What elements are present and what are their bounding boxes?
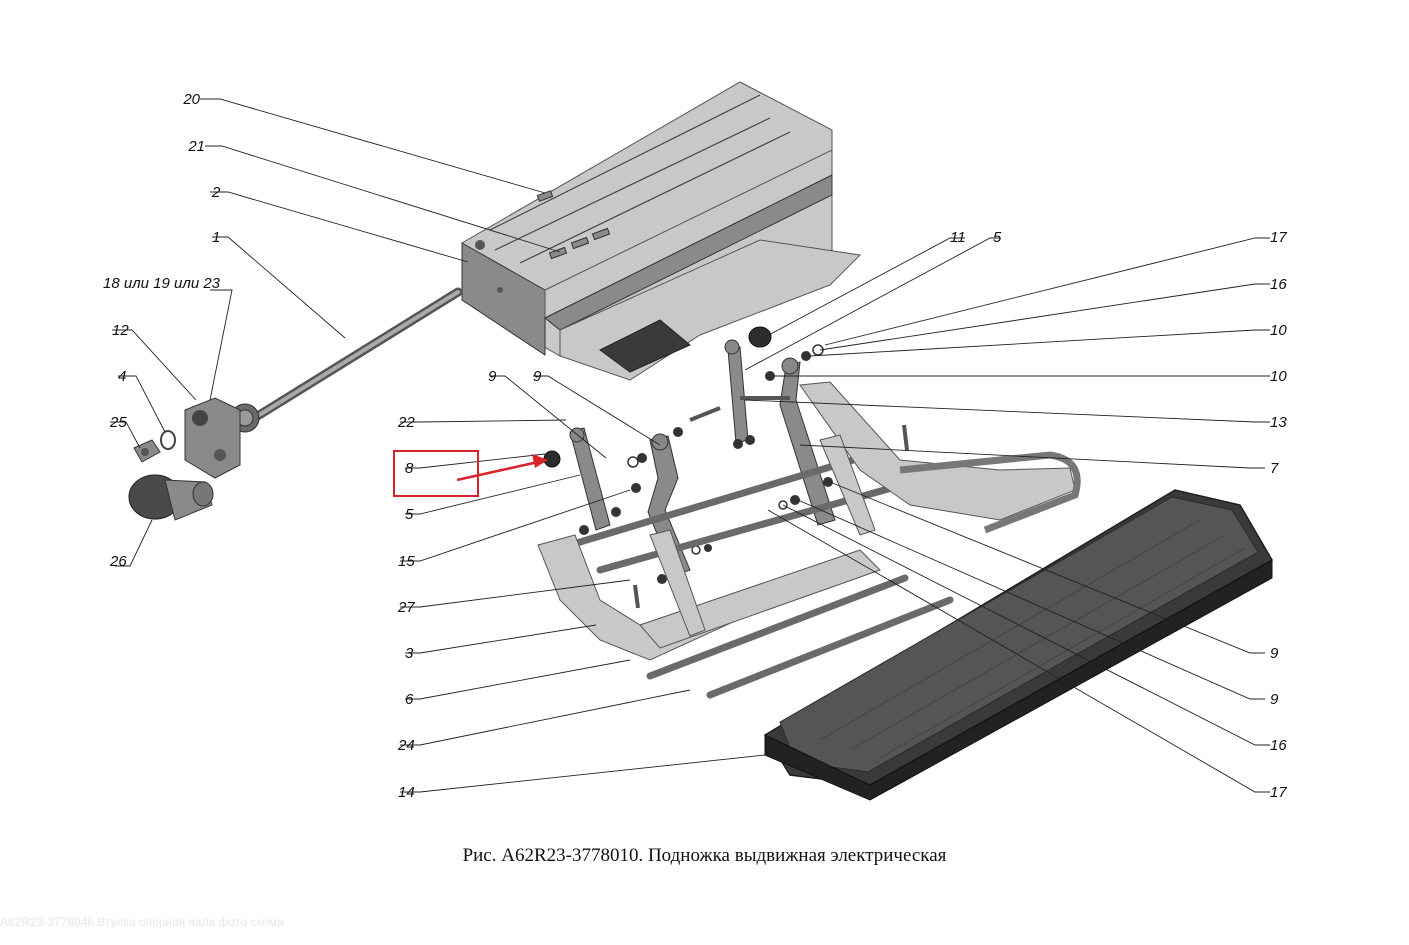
callout-9-c: 9	[1270, 645, 1279, 662]
leader-lines	[110, 98, 1270, 793]
highlight-box	[393, 450, 479, 497]
callout-2: 2	[211, 184, 221, 201]
callout-26: 26	[109, 553, 127, 570]
callout-20: 20	[182, 91, 200, 108]
callout-16-top: 16	[1270, 276, 1287, 293]
callout-9-a: 9	[488, 368, 497, 385]
mounting-bracket	[461, 81, 862, 381]
callout-13: 13	[1270, 414, 1287, 431]
callout-3: 3	[405, 645, 414, 662]
callout-4: 4	[118, 368, 126, 385]
callout-11: 11	[950, 229, 966, 246]
electric-motor	[128, 474, 214, 521]
o-ring	[160, 430, 176, 450]
callout-17-bottom: 17	[1270, 784, 1287, 801]
gearbox-housing	[184, 397, 241, 479]
callout-15: 15	[398, 553, 415, 570]
callout-1: 1	[212, 229, 220, 246]
callout-25: 25	[109, 414, 127, 431]
highlight-arrow	[456, 460, 539, 482]
callout-17-top: 17	[1270, 229, 1287, 246]
callout-14: 14	[398, 784, 415, 801]
callout-10-a: 10	[1270, 322, 1287, 339]
callout-22: 22	[397, 414, 415, 431]
callout-7: 7	[1270, 460, 1279, 477]
drive-shaft	[230, 287, 463, 435]
callout-5-right: 5	[993, 229, 1002, 246]
callout-6: 6	[405, 691, 414, 708]
bolts-top	[536, 190, 611, 260]
step-pad	[763, 489, 1274, 801]
callout-5-left: 5	[405, 506, 414, 523]
callout-21: 21	[187, 138, 205, 155]
callout-12: 12	[112, 322, 129, 339]
watermark-text: A62R23-3778046 Втулка опорная вала фото …	[0, 915, 284, 929]
callout-16-bottom: 16	[1270, 737, 1287, 754]
callout-9-b: 9	[533, 368, 542, 385]
callout-labels: 20 21 2 1 18 или 19 или 23 12 4 25 26 22…	[103, 91, 1287, 801]
step-frame	[537, 381, 1081, 661]
sensor-plug	[133, 439, 161, 463]
callout-24: 24	[397, 737, 415, 754]
small-hardware	[579, 344, 909, 609]
highlight-marker	[393, 450, 548, 497]
figure-caption: Рис. A62R23-3778010. Подножка выдвижная …	[462, 845, 947, 866]
highlight-arrowhead	[532, 454, 548, 468]
callout-10-b: 10	[1270, 368, 1287, 385]
callout-18-19-23: 18 или 19 или 23	[103, 275, 221, 292]
callout-27: 27	[397, 599, 415, 616]
callout-9-d: 9	[1270, 691, 1279, 708]
cross-shafts	[566, 454, 954, 699]
bushing-11	[748, 326, 772, 348]
callout-8: 8	[405, 460, 414, 477]
link-arms	[569, 339, 836, 576]
bushing-8	[543, 450, 561, 468]
